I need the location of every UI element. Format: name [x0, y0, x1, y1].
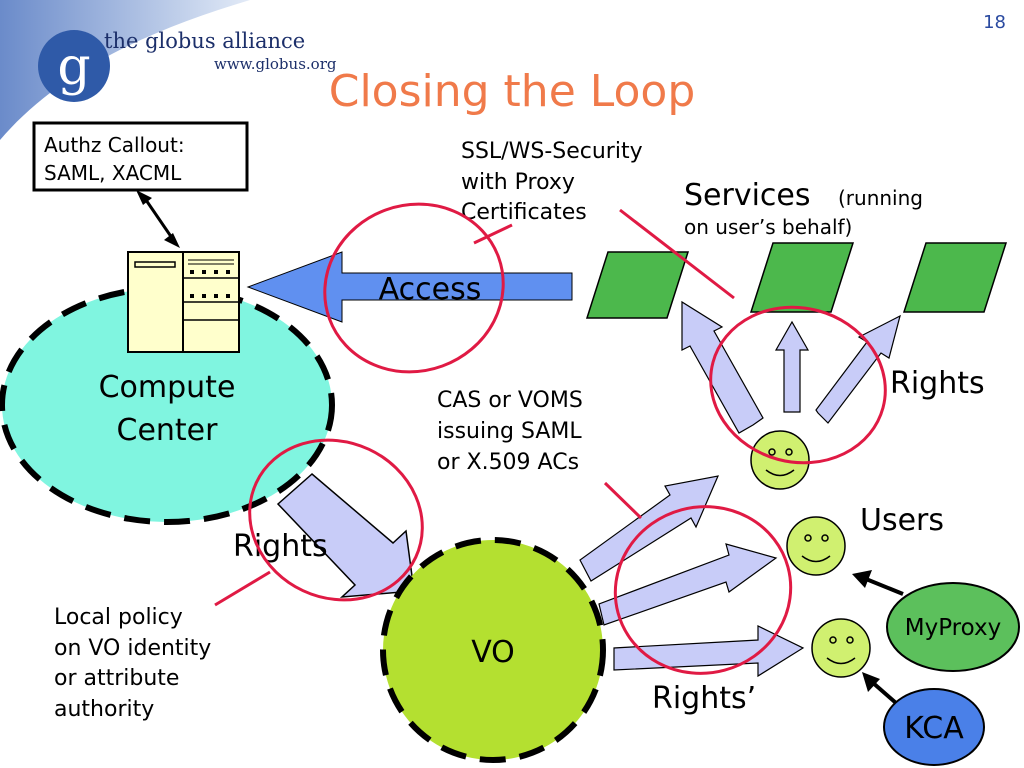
highlight-circle-users [709, 305, 887, 465]
myproxy-ellipse [886, 582, 1020, 672]
logo-name: the globus alliance [104, 29, 305, 53]
pointer-ssl [473, 223, 513, 245]
compute-center-ellipse [0, 285, 335, 525]
access-label: Access [379, 272, 482, 307]
services-label: Services [684, 178, 811, 213]
authz-callout-line2: SAML, XACML [44, 161, 182, 185]
cas-line1: CAS or VOMS [437, 388, 583, 413]
local-policy-line1: Local policy [54, 605, 183, 630]
pointer-services [619, 208, 735, 300]
page-number: 18 [983, 12, 1006, 33]
pointer-local-policy [214, 570, 271, 607]
running-line2: on user’s behalf) [684, 215, 852, 239]
myproxy-label: MyProxy [905, 615, 1001, 641]
local-policy-line2: on VO identity [54, 636, 211, 661]
service-box-2 [749, 242, 855, 313]
service-box-3 [902, 242, 1008, 313]
authz-callout-box [32, 121, 249, 192]
header-swoosh [0, 0, 250, 140]
authz-callout-line1: Authz Callout: [44, 133, 185, 157]
vo-arrow-to-user-1 [579, 475, 719, 582]
ssl-line1: SSL/WS-Security [461, 139, 643, 164]
authz-link-arrow [136, 190, 180, 248]
highlight-circle-access [323, 202, 505, 374]
rights-left-label: Rights [233, 529, 328, 564]
local-policy-line4: authority [54, 697, 154, 722]
vo-arrow-to-user-2 [598, 543, 778, 626]
service-arrow-middle [774, 320, 810, 413]
highlight-circle-vo-arrows [613, 505, 793, 675]
slide-title: Closing the Loop [329, 66, 696, 117]
compute-center-line1: Compute [99, 370, 236, 405]
smiley-user-2 [786, 516, 846, 576]
logo-letter: g [57, 37, 90, 97]
running-line1: (running [838, 186, 923, 210]
cas-line3: or X.509 ACs [437, 450, 579, 475]
kca-arrow [862, 672, 898, 705]
logo-url: www.globus.org [214, 55, 337, 73]
ssl-line2: with Proxy [461, 170, 575, 195]
myproxy-arrow [852, 570, 904, 596]
service-arrow-right [815, 314, 901, 424]
rights-right-label: Rights [890, 366, 985, 401]
users-label: Users [860, 503, 944, 538]
compute-center-line2: Center [117, 413, 219, 448]
highlight-circle-rights [248, 438, 424, 602]
pointer-cas [603, 481, 643, 520]
kca-label: KCA [904, 711, 964, 746]
server-icon [127, 251, 240, 353]
rights-prime-label: Rights’ [652, 681, 756, 716]
globus-logo: g the globus alliance www.globus.org [38, 29, 337, 102]
logo-circle [38, 30, 110, 102]
service-arrow-left [681, 300, 764, 434]
vo-label: VO [471, 635, 515, 670]
ssl-line3: Certificates [461, 200, 587, 225]
service-box-1 [585, 251, 690, 319]
vo-circle [380, 537, 606, 763]
cas-line2: issuing SAML [437, 419, 582, 444]
kca-ellipse [883, 688, 985, 766]
smiley-user-3 [811, 618, 871, 678]
local-policy-line3: or attribute [54, 666, 179, 691]
